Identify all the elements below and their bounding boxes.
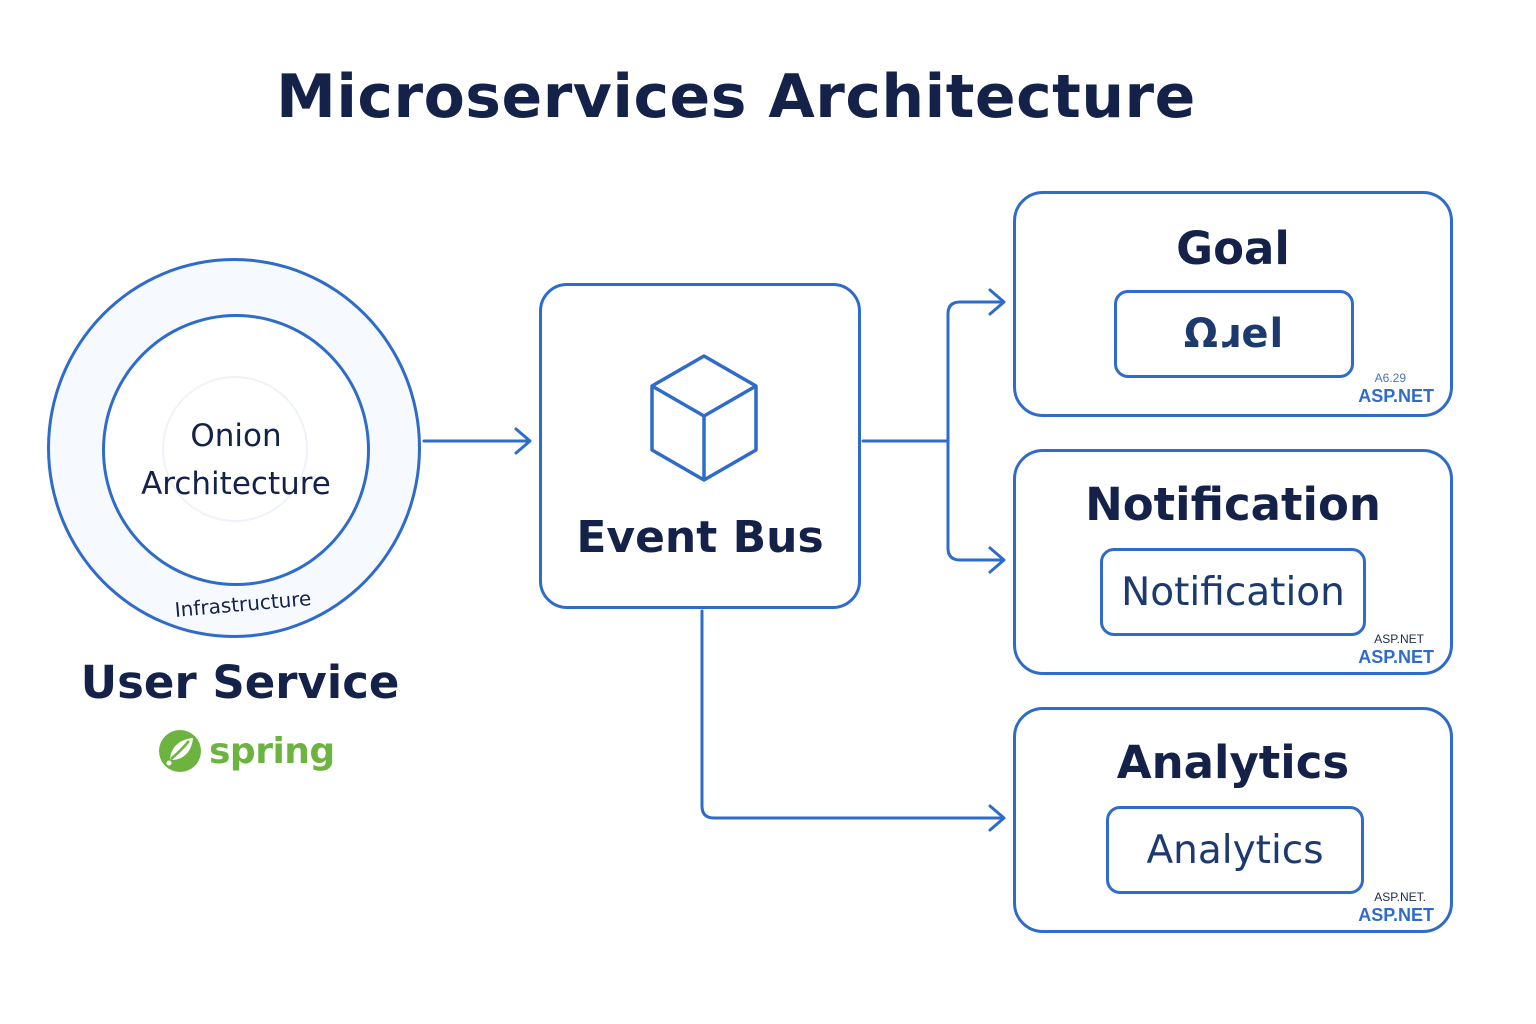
notification-service-inner: Notification: [1100, 548, 1366, 636]
onion-label-line1: Onion: [190, 418, 282, 454]
arrow-bus-to-goal: [946, 300, 1004, 443]
arrow-bus-to-notification: [946, 439, 1004, 562]
core-ring: [162, 376, 308, 522]
analytics-tech-small: ASP.NET.: [1374, 890, 1426, 904]
arrowhead-bus-to-goal: [988, 288, 1006, 316]
diagram-title: Microservices Architecture: [276, 62, 1196, 132]
onion-label-line2: Architecture: [141, 466, 331, 502]
onion-architecture-label: Onion Architecture: [118, 412, 354, 508]
notification-tech-small: ASP.NET: [1374, 632, 1424, 646]
notification-tech-label: ASP.NET: [1358, 647, 1434, 667]
analytics-service-box: Analytics Analytics ASP.NET. ASP.NET: [1013, 707, 1453, 933]
arrow-bus-to-analytics: [700, 609, 1004, 820]
event-bus-label: Event Bus: [576, 512, 824, 563]
notification-service-box: Notification Notification ASP.NET ASP.NE…: [1013, 449, 1453, 675]
user-service-title: User Service: [80, 656, 400, 709]
analytics-service-inner: Analytics: [1106, 806, 1364, 894]
cube-icon: [650, 354, 758, 482]
arrowhead-bus-to-notification: [988, 546, 1006, 574]
analytics-tech-label: ASP.NET: [1358, 905, 1434, 925]
spring-leaf-icon: [159, 730, 201, 772]
event-bus-box: Event Bus: [539, 283, 861, 609]
goal-service-inner: Ωɹel: [1114, 290, 1354, 378]
analytics-service-title: Analytics: [1116, 736, 1350, 789]
spring-logo: spring: [157, 728, 335, 774]
goal-service-title: Goal: [1176, 222, 1290, 275]
spring-wordmark: spring: [209, 730, 335, 772]
arrowhead-bus-to-analytics: [988, 804, 1006, 832]
goal-service-box: Goal Ωɹel A6.29 ASP.NET: [1013, 191, 1453, 417]
notification-service-title: Notification: [1085, 478, 1381, 531]
goal-tech-label: ASP.NET: [1358, 386, 1434, 406]
goal-tech-small: A6.29: [1374, 371, 1406, 385]
arrowhead-user-to-bus: [514, 427, 532, 455]
